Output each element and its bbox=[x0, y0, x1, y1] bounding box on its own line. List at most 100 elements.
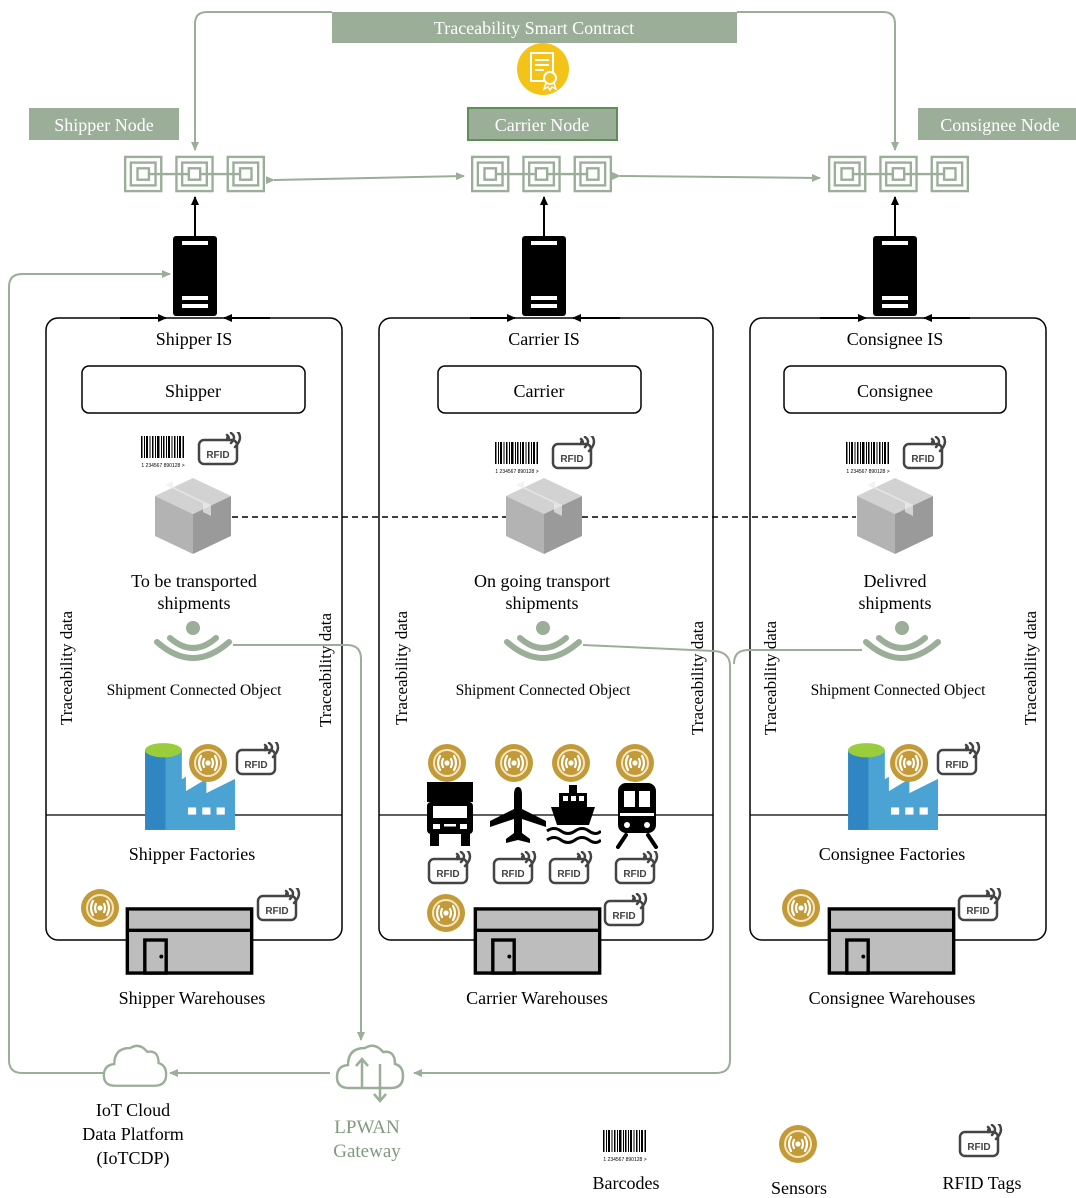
carrier-package-icon bbox=[506, 478, 582, 554]
consignee-server-icon bbox=[873, 236, 917, 316]
rfid-icon bbox=[551, 436, 596, 470]
shipper-shipment-label-1: To be transported bbox=[131, 571, 257, 591]
smart-contract-icon bbox=[516, 42, 570, 96]
consignee-node-label bbox=[918, 108, 1076, 140]
shipper-connected-object-label: Shipment Connected Object bbox=[107, 682, 282, 699]
shipper-node-text: Shipper Node bbox=[54, 115, 153, 135]
iot-cloud-icon bbox=[102, 1044, 168, 1087]
iot-platform-label-3: (IoTCDP) bbox=[97, 1148, 170, 1169]
chain-link-carrier-consignee bbox=[611, 171, 821, 182]
carrier-shipment-label-2: shipments bbox=[505, 593, 578, 613]
legend-rfid-label: RFID Tags bbox=[943, 1173, 1022, 1193]
sensor-icon bbox=[781, 888, 821, 928]
shipper-warehouse-icon bbox=[125, 907, 254, 975]
carrier-side-label-left: Traceability data bbox=[392, 611, 411, 726]
rfid-icon bbox=[548, 851, 593, 885]
barcode-digits: 1 234567 890128 > bbox=[846, 469, 889, 475]
consignee-role-label: Consignee bbox=[857, 381, 933, 401]
consignee-sensor-link bbox=[733, 649, 862, 665]
legend-barcode-icon bbox=[603, 1130, 646, 1152]
rfid-icon bbox=[614, 851, 659, 885]
sensor-icon bbox=[551, 743, 591, 783]
consignee-node-text: Consignee Node bbox=[940, 115, 1059, 135]
consignee-connected-object-label: Shipment Connected Object bbox=[811, 682, 986, 699]
legend-barcodes-label: Barcodes bbox=[593, 1173, 660, 1193]
smart-contract-title: Traceability Smart Contract bbox=[434, 18, 634, 38]
barcode-digits: 1 234567 890128 > bbox=[495, 469, 538, 475]
legend-barcode-digits: 1 234567 890128 > bbox=[603, 1157, 646, 1163]
consignee-side-label-right: Traceability data bbox=[1021, 611, 1040, 726]
carrier-warehouse-icon bbox=[473, 907, 602, 975]
rfid-icon bbox=[936, 742, 981, 776]
carrier-connected-object-label: Shipment Connected Object bbox=[456, 682, 631, 699]
carrier-warehouses-label: Carrier Warehouses bbox=[466, 988, 608, 1008]
gateway-label-1: LPWAN bbox=[334, 1117, 400, 1138]
consignee-package-icon bbox=[857, 478, 933, 554]
gateway-updown-icon bbox=[355, 1057, 387, 1103]
carrier-side-label-right: Traceability data bbox=[688, 621, 707, 736]
shipper-id-tags: 1 234567 890128 > bbox=[141, 432, 242, 469]
sensor-icon bbox=[494, 743, 534, 783]
rfid-icon bbox=[427, 851, 472, 885]
consignee-shipment-label-1: Delivred bbox=[864, 571, 927, 591]
shipper-package-icon bbox=[155, 478, 231, 554]
sensor-icon bbox=[889, 743, 929, 783]
carrier-blockchain-icon bbox=[470, 155, 613, 193]
shipper-side-label-left: Traceability data bbox=[57, 611, 76, 726]
shipper-factories-label: Shipper Factories bbox=[129, 844, 255, 864]
rfid-icon bbox=[235, 742, 280, 776]
shipper-server-icon bbox=[173, 236, 217, 316]
consignee-id-tags: 1 234567 890128 > bbox=[846, 436, 947, 475]
consignee-factories-label: Consignee Factories bbox=[819, 844, 965, 864]
shipper-side-label-right: Traceability data bbox=[316, 613, 335, 728]
consignee-warehouses-label: Consignee Warehouses bbox=[809, 988, 976, 1008]
shipper-role-label: Shipper bbox=[165, 381, 221, 401]
rfid-icon bbox=[902, 436, 947, 470]
legend-rfid-icon bbox=[958, 1124, 1003, 1158]
gateway-label-2: Gateway bbox=[333, 1141, 401, 1162]
carrier-consignee-sensor-to-gateway bbox=[413, 644, 731, 1077]
sensor-icon bbox=[427, 743, 467, 783]
carrier-is-title: Carrier IS bbox=[508, 329, 579, 349]
consignee-warehouse-icon bbox=[827, 907, 956, 975]
carrier-server-icon bbox=[522, 236, 566, 316]
shipper-sensor-to-gateway bbox=[233, 644, 365, 1041]
carrier-role-label: Carrier bbox=[514, 381, 565, 401]
carrier-id-tags: 1 234567 890128 > bbox=[495, 436, 596, 475]
sensor-icon bbox=[615, 743, 655, 783]
rfid-icon bbox=[256, 888, 301, 922]
consignee-blockchain-icon bbox=[827, 155, 970, 193]
barcode-icon bbox=[495, 442, 538, 464]
lpwan-cloud-icon bbox=[335, 1044, 405, 1090]
contract-link-right bbox=[737, 11, 899, 151]
shipper-role-box bbox=[81, 365, 306, 414]
truck-icon bbox=[427, 782, 473, 846]
train-icon bbox=[616, 783, 658, 849]
contract-link-left bbox=[191, 11, 332, 151]
carrier-connected-object-icon bbox=[507, 621, 579, 658]
carrier-shipment-label-1: On going transport bbox=[474, 571, 610, 591]
carrier-node-text: Carrier Node bbox=[495, 115, 589, 135]
consignee-side-label-left: Traceability data bbox=[761, 621, 780, 736]
chain-link-shipper-carrier bbox=[265, 172, 465, 185]
shipper-shipment-label-2: shipments bbox=[157, 593, 230, 613]
consignee-is-title: Consignee IS bbox=[847, 329, 944, 349]
sensor-icon bbox=[426, 893, 466, 933]
iot-platform-label-1: IoT Cloud bbox=[96, 1100, 170, 1120]
legend-sensor-icon bbox=[778, 1124, 818, 1164]
rfid-icon bbox=[492, 851, 537, 885]
platform-to-shipper-is bbox=[8, 270, 171, 1074]
barcode-digits: 1 234567 890128 > bbox=[141, 463, 184, 469]
smart-contract-banner bbox=[332, 12, 737, 43]
rfid-icon bbox=[603, 893, 648, 927]
shipper-is-title: Shipper IS bbox=[156, 329, 233, 349]
sensor-icon bbox=[188, 743, 228, 783]
rfid-icon bbox=[197, 432, 242, 466]
barcode-icon bbox=[141, 436, 184, 458]
shipper-connected-object-icon bbox=[157, 621, 229, 658]
shipper-blockchain-icon bbox=[123, 155, 266, 193]
carrier-role-box bbox=[437, 365, 642, 414]
carrier-node-label bbox=[467, 107, 618, 141]
iot-platform-label-2: Data Platform bbox=[82, 1124, 183, 1144]
